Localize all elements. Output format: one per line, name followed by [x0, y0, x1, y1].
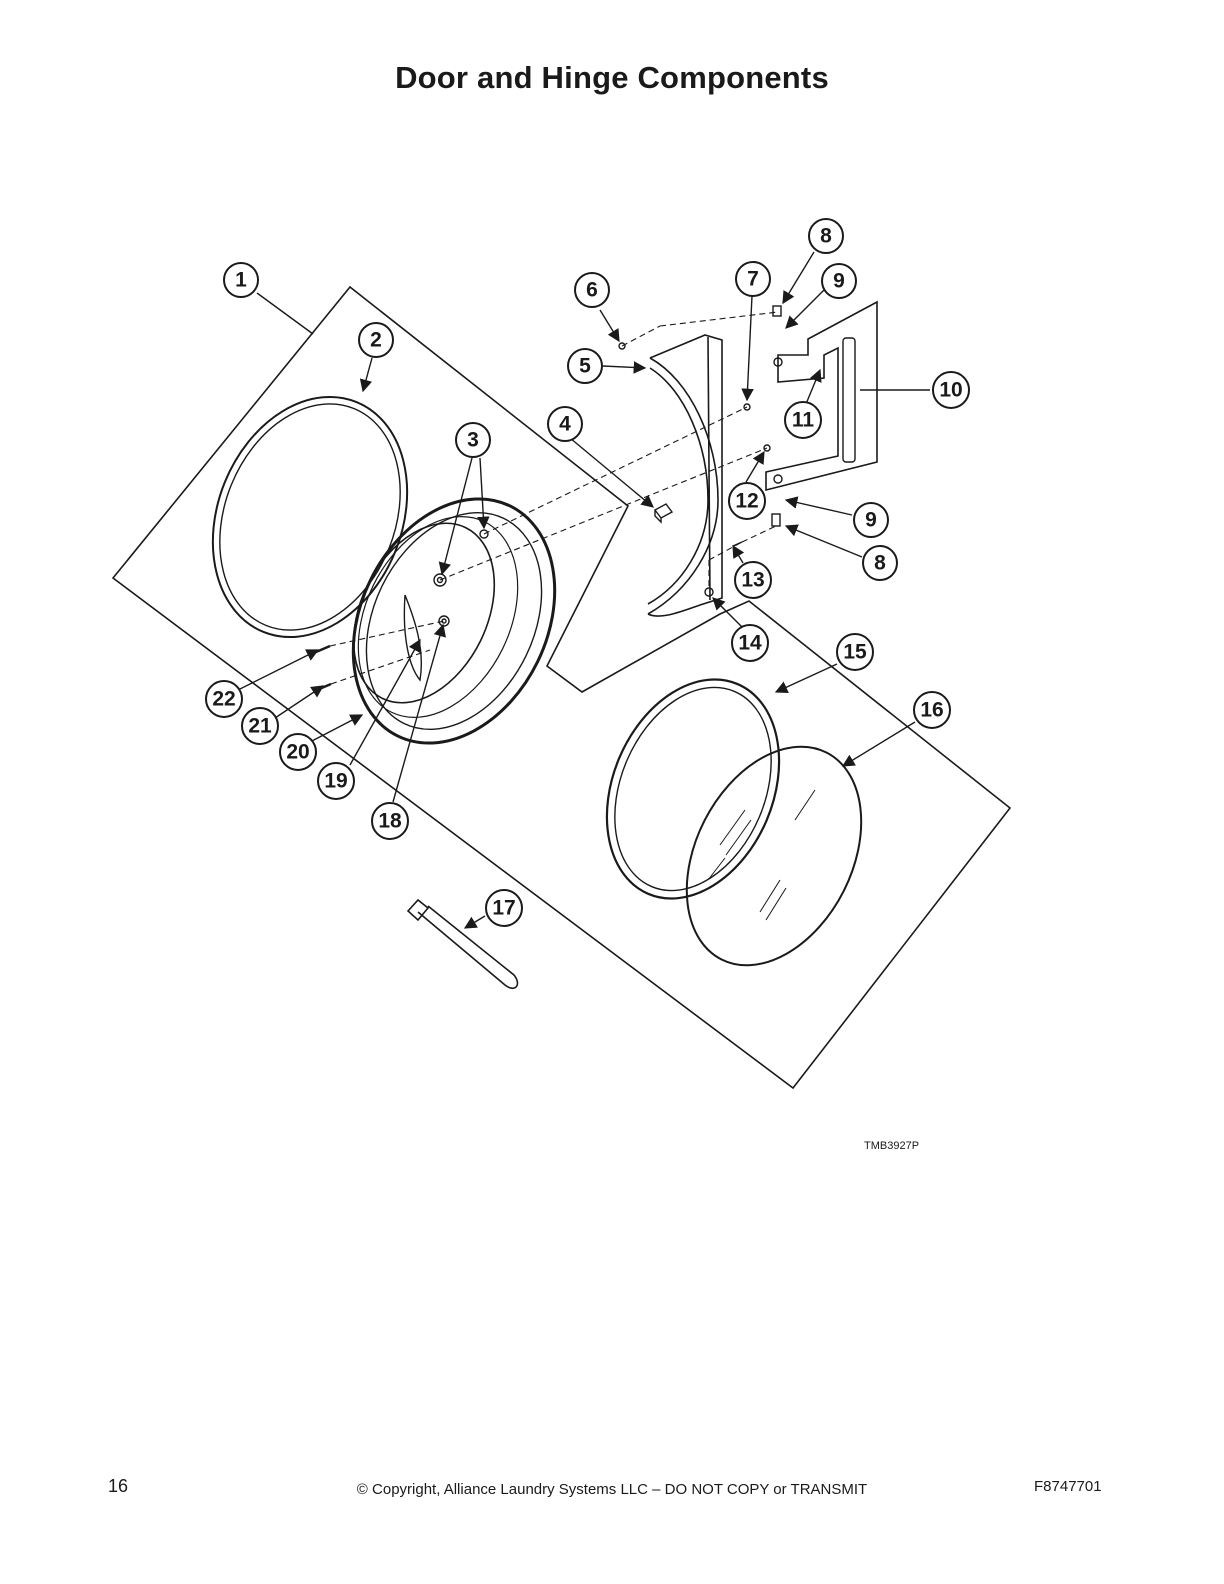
callout-6-label: 6: [586, 279, 598, 302]
callout-21: 21: [241, 707, 279, 745]
callout-22-label: 22: [212, 688, 235, 711]
callout-2: 2: [358, 322, 394, 358]
callout-14: 14: [731, 624, 769, 662]
strike-part: [653, 503, 674, 524]
callout-9-top-label: 9: [833, 270, 845, 293]
callout-16: 16: [913, 691, 951, 729]
door-assembly-outline: [111, 285, 1012, 1090]
callout-5: 5: [567, 348, 603, 384]
callout-3: 3: [455, 422, 491, 458]
callout-12-label: 12: [735, 490, 758, 513]
callout-8-top-label: 8: [820, 225, 832, 248]
door-handle-part: [406, 898, 519, 990]
alignment-lines: [329, 311, 779, 685]
callout-8-bottom-label: 8: [874, 552, 886, 575]
callout-11: 11: [784, 401, 822, 439]
callout-12: 12: [728, 482, 766, 520]
callout-10-label: 10: [939, 379, 962, 402]
callout-7: 7: [735, 261, 771, 297]
door-nut-part: [433, 529, 489, 627]
callout-10: 10: [932, 371, 970, 409]
door-glass-part: [685, 745, 863, 967]
callout-3-label: 3: [467, 429, 479, 452]
page-title: Door and Hinge Components: [395, 60, 829, 95]
callout-9-top: 9: [821, 263, 857, 299]
leader-lines: [256, 292, 930, 391]
callout-13-label: 13: [741, 569, 764, 592]
hinge-arm-part: [647, 334, 723, 617]
callout-1-label: 1: [235, 269, 247, 292]
arrow-leaders: [237, 251, 916, 929]
callout-8-top: 8: [808, 218, 844, 254]
callout-7-label: 7: [747, 268, 759, 291]
footer-copyright: © Copyright, Alliance Laundry Systems LL…: [356, 1481, 868, 1498]
callout-15-label: 15: [843, 641, 867, 664]
callout-5-label: 5: [579, 355, 591, 378]
callout-2-label: 2: [370, 329, 382, 352]
hinge-bar-part: [771, 305, 856, 527]
callout-13: 13: [734, 561, 772, 599]
callout-9-bottom: 9: [853, 502, 889, 538]
callout-22: 22: [205, 680, 243, 718]
footer-page-number: 16: [108, 1476, 129, 1496]
callout-9-bottom-label: 9: [865, 509, 877, 532]
callout-11-label: 11: [792, 409, 815, 432]
door-gasket-part: [211, 395, 409, 639]
callout-20: 20: [279, 733, 317, 771]
callout-16-label: 16: [920, 699, 943, 722]
callout-20-label: 20: [286, 741, 309, 764]
glass-gasket-part: [605, 678, 781, 900]
callout-17: 17: [485, 889, 523, 927]
callout-18: 18: [371, 802, 409, 840]
callout-14-label: 14: [738, 632, 762, 655]
callout-6: 6: [574, 272, 610, 308]
callout-19: 19: [317, 762, 355, 800]
hinge-assembly-outline: [765, 300, 878, 492]
door-ring-part: [351, 497, 557, 745]
callout-21-label: 21: [248, 715, 272, 738]
callout-8-bottom: 8: [862, 545, 898, 581]
door-screw-part: [315, 644, 332, 692]
callout-19-label: 19: [324, 770, 347, 793]
callout-15: 15: [836, 633, 874, 671]
callout-4: 4: [547, 406, 583, 442]
callout-1: 1: [223, 262, 259, 298]
figure-code: TMB3927P: [864, 1140, 920, 1152]
callout-18-label: 18: [378, 810, 402, 833]
callout-17-label: 17: [492, 897, 515, 920]
footer-doc-number: F8747701: [1034, 1478, 1102, 1495]
callout-4-label: 4: [559, 413, 571, 436]
